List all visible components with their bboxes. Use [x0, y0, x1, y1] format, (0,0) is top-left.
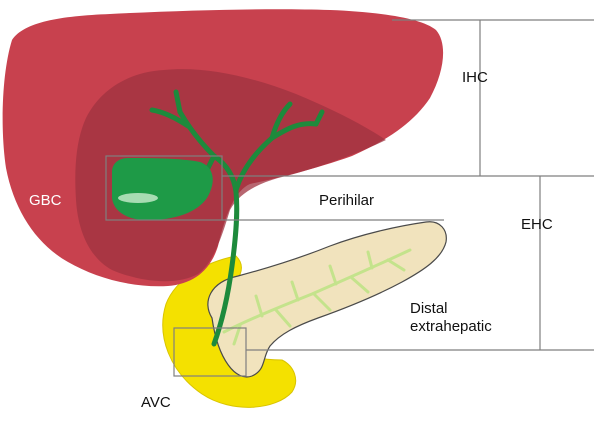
label-gbc: GBC — [29, 192, 62, 209]
pancreatic-duct — [222, 248, 412, 346]
guide-lines — [105, 19, 594, 377]
ampulla-box — [173, 327, 247, 377]
label-extrahepatic: extrahepatic — [410, 318, 492, 335]
perihilar-box — [105, 155, 223, 221]
label-distal: Distal — [410, 300, 448, 317]
label-ehc: EHC — [521, 216, 553, 233]
label-ihc: IHC — [462, 69, 488, 86]
gallbladder-highlight — [118, 193, 158, 203]
label-avc: AVC — [141, 394, 171, 411]
gallbladder-shape — [112, 158, 213, 221]
bile-duct-tree — [149, 89, 325, 347]
label-perihilar: Perihilar — [319, 192, 375, 209]
